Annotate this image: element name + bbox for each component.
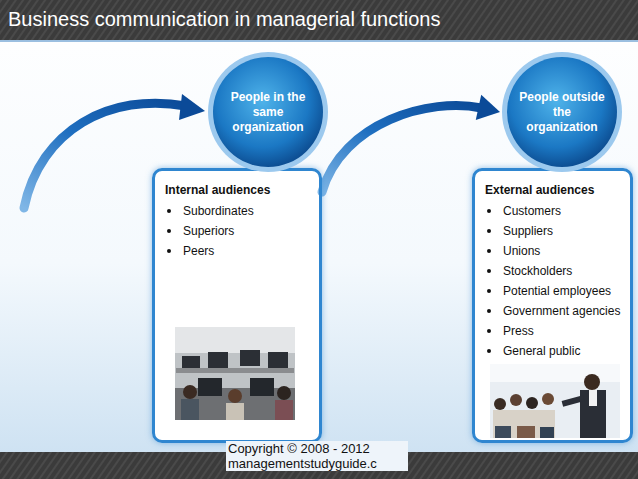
box-heading: External audiences [485,181,622,199]
computer-lab-photo [175,327,295,420]
circle-fill [213,57,323,167]
audience-circle: People outside the organization [500,50,624,174]
bullet-item: Unions [485,241,622,261]
circle-label: People outside the organization [518,90,606,135]
presentation-photo [490,364,620,438]
bullet-list: CustomersSuppliersUnionsStockholdersPote… [485,201,622,361]
audience-circle: People in the same organization [205,50,331,174]
audience-box: External audiencesCustomersSuppliersUnio… [472,168,633,443]
circle-label: People in the same organization [224,90,312,135]
circle-fill [507,57,617,167]
bullet-item: Customers [485,201,622,221]
bullet-item: Stockholders [485,261,622,281]
circle-text-line: People in the same organization [224,90,312,135]
box-fill [153,169,632,442]
bullet-item: Potential employees [485,281,622,301]
arrow-head [476,95,500,120]
bullet-item: Superiors [165,221,311,241]
copyright-note: Copyright © 2008 - 2012 managementstudyg… [226,441,408,471]
circle-text-line: People outside the organization [518,90,606,135]
circle-ring [502,52,622,172]
bullet-item: Peers [165,241,311,261]
audience-box: Internal audiencesSubordinatesSuperiorsP… [152,168,322,443]
circle-ring [208,52,328,172]
bullet-item: General public [485,341,622,361]
bullet-item: Subordinates [165,201,311,221]
bullet-item: Suppliers [485,221,622,241]
arrow-body [322,106,481,192]
bullet-list: SubordinatesSuperiorsPeers [165,201,311,261]
page-title: Business communication in managerial fun… [8,7,440,31]
box-heading: Internal audiences [165,181,311,199]
bullet-item: Government agencies [485,301,622,321]
bullet-item: Press [485,321,622,341]
